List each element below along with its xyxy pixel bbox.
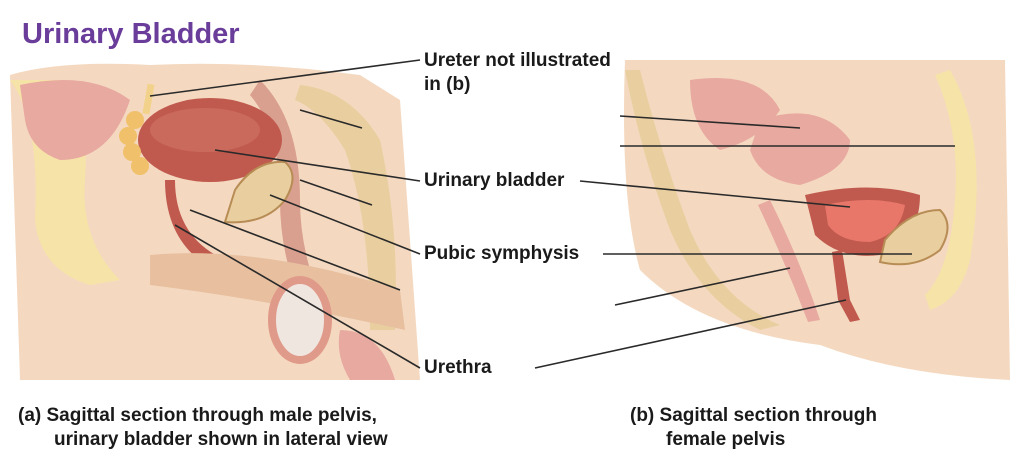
caption-a-line1: (a) Sagittal section through male pelvis… xyxy=(18,405,377,426)
male-sacrum xyxy=(295,85,396,330)
label-urinary-bladder: Urinary bladder xyxy=(424,170,565,191)
male-bladder-highlight xyxy=(150,108,260,152)
male-pubic-symphysis xyxy=(223,160,294,224)
caption-b-line1: (b) Sagittal section through xyxy=(630,405,877,426)
male-intestine xyxy=(20,80,130,160)
vagina xyxy=(758,200,820,322)
leader-urethra-b xyxy=(534,299,847,369)
testis xyxy=(268,276,332,364)
glans xyxy=(338,330,395,380)
leader-extra-3 xyxy=(614,267,791,306)
female-spine xyxy=(625,70,780,330)
female-uterus xyxy=(750,113,850,185)
female-abdominal-wall xyxy=(925,70,977,310)
figure-title: Urinary Bladder xyxy=(22,18,240,50)
caption-a: (a) Sagittal section through male pelvis… xyxy=(18,404,388,452)
caption-a-line2: urinary bladder shown in lateral view xyxy=(54,429,388,450)
label-ureter: Ureter not illustrated in (b) xyxy=(424,50,611,95)
caption-b-line2: female pelvis xyxy=(666,429,786,450)
female-urethra xyxy=(832,250,860,322)
leader-lines xyxy=(149,59,955,369)
caption-b: (b) Sagittal section through female pelv… xyxy=(630,404,877,452)
leader-extra-5 xyxy=(299,109,363,129)
female-pubic-symphysis xyxy=(878,208,949,266)
leader-bladder-b xyxy=(579,180,851,208)
female-bladder-lumen xyxy=(825,200,905,242)
leader-bladder-a xyxy=(214,149,421,182)
leader-extra-4 xyxy=(299,179,373,206)
label-pubic-symphysis: Pubic symphysis xyxy=(424,243,580,264)
leader-extra-6 xyxy=(189,209,401,291)
male-ureter xyxy=(142,83,155,115)
leader-urethra-a xyxy=(174,224,421,369)
seminal-vesicle xyxy=(119,111,149,175)
leader-pubic-a xyxy=(269,194,421,255)
leader-ureter xyxy=(149,59,421,97)
label-urethra: Urethra xyxy=(424,357,492,378)
female-pelvis-panel xyxy=(624,60,1010,380)
male-rectum xyxy=(250,80,330,330)
leader-extra-1 xyxy=(619,115,801,129)
